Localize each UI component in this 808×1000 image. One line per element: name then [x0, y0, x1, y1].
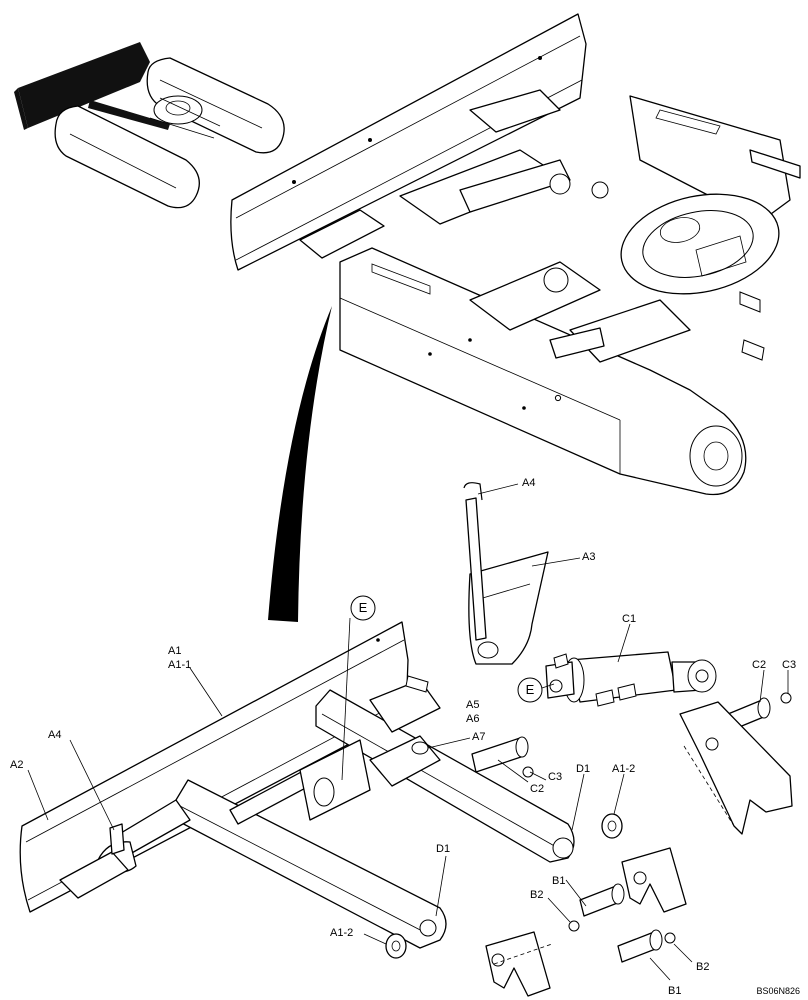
callout-d1-bottom: D1: [436, 843, 450, 855]
pin-a4-left: [109, 823, 125, 855]
callout-a2: A2: [10, 759, 23, 771]
callout-leader-lines: [27, 483, 789, 981]
mounting-bracket-lower-right: [621, 847, 687, 913]
callout-c3-mid: C3: [548, 771, 562, 783]
svg-text:E: E: [359, 600, 368, 615]
detail-marker-e-top: E: [341, 595, 376, 781]
mounting-bracket-right: [679, 701, 793, 835]
bushing-a1-2-right: [601, 813, 623, 839]
callout-b2-mid: B2: [530, 889, 543, 901]
callout-a3: A3: [582, 551, 595, 563]
callout-c2-right: C2: [752, 659, 766, 671]
mounting-bracket-lower-left: [485, 931, 553, 997]
machine-overview-illustration: [14, 42, 285, 209]
callout-a4-left: A4: [48, 729, 61, 741]
bracket-a3: [468, 551, 549, 665]
pin-c2-mid: [471, 736, 529, 773]
callout-c2-mid: C2: [530, 783, 544, 795]
bushing-a1-2-bottom: [385, 933, 407, 959]
pin-b1-mid: [579, 883, 625, 917]
blade-exploded-view: [19, 621, 575, 949]
undercarriage-assembly-view: [230, 13, 801, 496]
callout-a1-2-right: A1-2: [612, 763, 635, 775]
callout-a4-top: A4: [522, 477, 535, 489]
detail-marker-e-right: E: [517, 677, 555, 703]
svg-text:E: E: [526, 682, 535, 697]
bolt-c3-mid: [522, 766, 534, 778]
callout-a1-2-bottom: A1-2: [330, 927, 353, 939]
drawing-reference-code: BS06N826: [756, 986, 800, 996]
callout-b2-bottom: B2: [696, 961, 709, 973]
callout-b1-bottom: B1: [668, 985, 681, 997]
bolt-c3-right: [780, 692, 792, 704]
bolt-b2-mid: [568, 920, 580, 932]
bolt-b2-bottom: [664, 932, 676, 944]
callout-a1-1: A1-1: [168, 659, 191, 671]
pin-a4-top: [463, 482, 487, 641]
callout-a6: A6: [466, 713, 479, 725]
callout-c1: C1: [622, 613, 636, 625]
callout-a1: A1: [168, 645, 181, 657]
pin-b1-bottom: [617, 929, 663, 963]
washer-a7: [411, 741, 429, 755]
callout-c3-right: C3: [782, 659, 796, 671]
callout-d1-right: D1: [576, 763, 590, 775]
callout-a5: A5: [466, 699, 479, 711]
callout-b1-mid: B1: [552, 875, 565, 887]
detail-pointer-swoop: [268, 306, 332, 622]
cylinder-c1: [545, 651, 717, 707]
callout-a7: A7: [472, 731, 485, 743]
